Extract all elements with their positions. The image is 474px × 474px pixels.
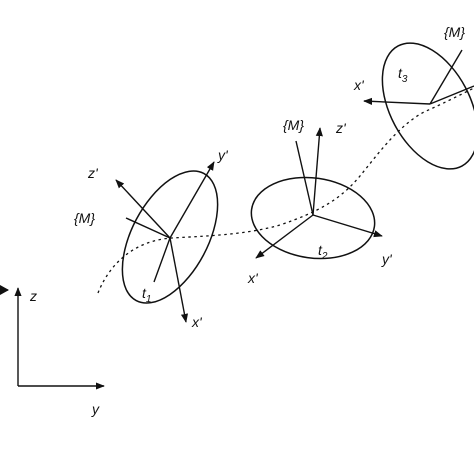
m-label-t2: {M} <box>283 117 304 133</box>
z-label-t1: z' <box>87 165 99 181</box>
t-sub-t1: 1 <box>146 294 152 305</box>
y-label-t2: y' <box>381 251 393 267</box>
t-letter-t1: t <box>142 285 147 301</box>
ellipse-t1 <box>121 170 219 304</box>
x-axis-t1 <box>169 237 189 323</box>
frame-t3: {M} x' t3 <box>353 24 474 170</box>
x-label-t1: x' <box>191 314 203 330</box>
trajectory-path <box>97 87 474 294</box>
m-label-t1: {M} <box>74 210 95 226</box>
ellipse-t2 <box>250 176 376 260</box>
t-sub-t3: 3 <box>402 74 408 85</box>
z-axis-t3 <box>429 49 463 105</box>
y-axis-t3 <box>429 85 474 105</box>
m-label-t3: {M} <box>444 24 465 40</box>
y-label-t1: y' <box>217 147 229 163</box>
z-axis-t2 <box>312 127 323 216</box>
world-frame: z y <box>0 285 105 417</box>
world-x-arrowhead <box>0 285 9 295</box>
x-label-t3: x' <box>353 77 365 93</box>
x-label-t2: x' <box>247 270 259 286</box>
t-label-t3: t3 <box>398 65 408 85</box>
x-axis-t3 <box>363 97 431 105</box>
y-axis-t1 <box>169 161 215 239</box>
t-label-t2: t2 <box>318 242 328 262</box>
world-z-label: z <box>29 288 37 304</box>
t-letter-t2: t <box>318 242 323 258</box>
frame-t2: {M} z' x' y' t2 <box>247 117 393 286</box>
t-label-t1: t1 <box>142 285 151 305</box>
t-sub-t2: 2 <box>321 251 328 262</box>
frame-t1: z' y' x' {M} t1 <box>74 147 229 330</box>
y-axis-t2 <box>312 214 383 238</box>
z-label-t2: z' <box>335 120 347 136</box>
z-axis-t1 <box>115 179 171 239</box>
t-letter-t3: t <box>398 65 403 81</box>
radius-t1 <box>153 237 171 283</box>
m-axis-t1 <box>125 217 171 239</box>
x-axis-t2 <box>255 214 314 259</box>
m-axis-t2 <box>295 140 314 216</box>
ellipse-t3 <box>381 42 474 170</box>
world-y-label: y <box>91 401 100 417</box>
